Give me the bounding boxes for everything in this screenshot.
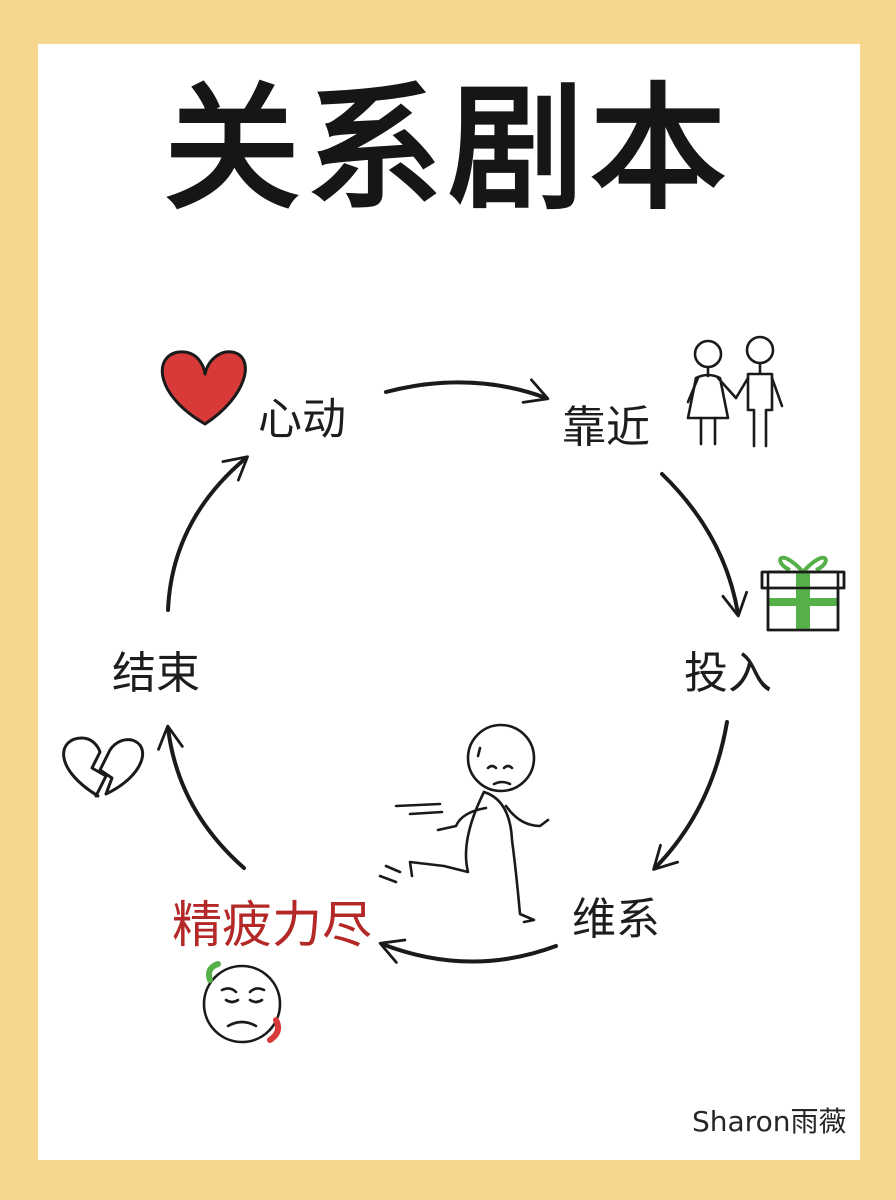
running-person-icon	[380, 725, 548, 922]
step-touru-label: 投入	[684, 652, 772, 696]
exhausted-face-icon	[204, 964, 280, 1042]
broken-heart-icon	[64, 738, 143, 796]
arrow-jingpi-to-jieshu	[168, 728, 244, 868]
step-weixi-label: 维系	[572, 898, 660, 942]
step-xindong-label: 心动	[258, 398, 346, 442]
step-jieshu-label: 结束	[112, 652, 200, 696]
arrow-kaojin-to-touru	[662, 474, 738, 614]
gift-icon	[762, 558, 844, 630]
arrow-weixi-to-jingpi	[382, 944, 556, 962]
step-kaojin-label: 靠近	[562, 406, 650, 450]
heart-icon	[162, 352, 245, 424]
author-watermark: Sharon雨薇	[692, 1108, 846, 1136]
arrow-xindong-to-kaojin	[386, 382, 546, 398]
arrow-jieshu-to-xindong	[168, 458, 246, 610]
couple-holding-hands-icon	[688, 337, 782, 446]
step-jingpi-label: 精疲力尽	[172, 900, 372, 950]
arrow-touru-to-weixi	[655, 722, 727, 868]
